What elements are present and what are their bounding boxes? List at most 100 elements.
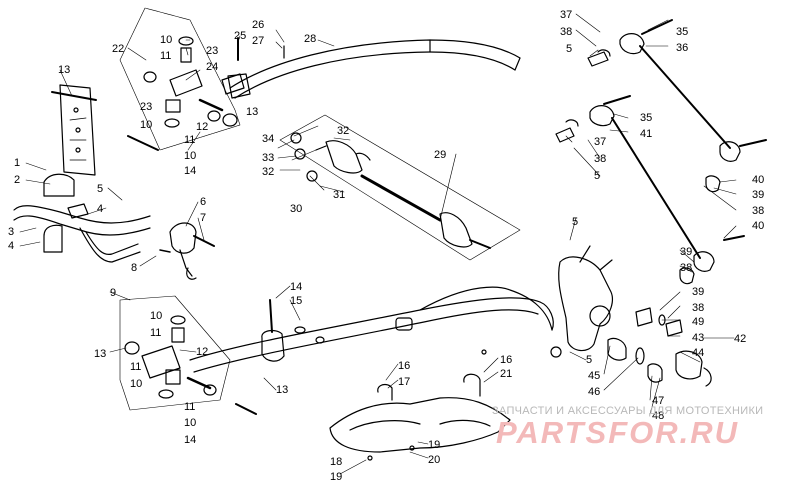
callout-label: 8 <box>131 262 137 274</box>
callout-label: 26 <box>252 19 264 31</box>
callout-label: 23 <box>206 45 218 57</box>
callout-label: 16 <box>500 354 512 366</box>
callout-label: 41 <box>640 128 652 140</box>
callout-label: 25 <box>234 30 246 42</box>
callout-label: 10 <box>130 378 142 390</box>
callout-label: 5 <box>572 216 578 228</box>
callout-label: 33 <box>262 152 274 164</box>
upper-link-36 <box>587 19 741 162</box>
callout-label: 35 <box>676 26 688 38</box>
upper-tube-28 <box>227 39 521 99</box>
callout-label: 10 <box>184 417 196 429</box>
callout-label: 11 <box>184 401 195 413</box>
callout-label: 10 <box>160 34 172 46</box>
skid-plate-18 <box>329 349 511 461</box>
callout-label: 46 <box>588 386 600 398</box>
callout-label: 9 <box>110 287 116 299</box>
callout-label: 43 <box>692 332 704 344</box>
callout-label: 16 <box>398 360 410 372</box>
lower-arm-15 <box>189 286 554 373</box>
callout-label: 19 <box>428 439 440 451</box>
callout-label: 39 <box>680 246 692 258</box>
callout-label: 17 <box>398 376 410 388</box>
callout-label: 45 <box>588 370 600 382</box>
callout-label: 48 <box>652 410 664 422</box>
callout-label: 11 <box>130 361 141 373</box>
callout-label: 42 <box>734 333 746 345</box>
callout-label: 21 <box>500 368 512 380</box>
drive-axle-29 <box>279 114 521 261</box>
callout-label: 14 <box>290 281 302 293</box>
callout-label: 13 <box>246 106 258 118</box>
callout-label: 38 <box>692 302 704 314</box>
callout-label: 14 <box>184 434 196 446</box>
callout-label: 44 <box>692 347 704 359</box>
callout-label: 34 <box>262 133 274 145</box>
callout-numbers: 1 2 3 4 4 5 6 7 8 9 10 11 12 13 11 10 11… <box>8 9 764 483</box>
callout-label: 12 <box>196 121 208 133</box>
callout-label: 39 <box>752 189 764 201</box>
callout-label: 32 <box>262 166 274 178</box>
callout-label: 31 <box>333 189 345 201</box>
group-brackets <box>291 49 599 191</box>
callout-label: 2 <box>14 174 20 186</box>
callout-label: 36 <box>676 42 688 54</box>
callout-label: 13 <box>58 64 70 76</box>
callout-label: 40 <box>752 220 764 232</box>
callout-label: 38 <box>560 26 572 38</box>
callout-label: 39 <box>692 286 704 298</box>
callout-label: 32 <box>337 125 349 137</box>
callout-label: 37 <box>594 136 606 148</box>
callout-label: 13 <box>94 348 106 360</box>
callout-label: 5 <box>566 43 572 55</box>
callout-label: 30 <box>290 203 302 215</box>
bracket-assembly-9 <box>119 295 257 415</box>
callout-label: 4 <box>8 240 14 252</box>
left-mount-plate <box>51 84 97 176</box>
callout-label: 38 <box>752 205 764 217</box>
callout-label: 27 <box>252 35 264 47</box>
callout-label: 10 <box>140 119 152 131</box>
callout-label: 11 <box>160 50 171 62</box>
callout-label: 10 <box>184 150 196 162</box>
callout-label: 22 <box>112 43 124 55</box>
callout-label: 14 <box>184 165 196 177</box>
stabilizer-bar-3 <box>13 173 151 263</box>
callout-label: 5 <box>97 183 103 195</box>
watermark-caption: ЗАПЧАСТИ И АКСЕССУАРЫ ДЛЯ МОТОТЕХНИКИ <box>492 405 764 417</box>
link-6-8 <box>159 222 215 280</box>
callout-label: 7 <box>200 212 206 224</box>
callout-label: 15 <box>290 295 302 307</box>
callout-label: 5 <box>586 354 592 366</box>
callout-label: 5 <box>594 170 600 182</box>
lower-link-41 <box>555 95 767 285</box>
callout-label: 3 <box>8 226 14 238</box>
callout-label: 11 <box>150 327 161 339</box>
bracket-assembly-22 <box>119 7 285 151</box>
callout-label: 38 <box>594 153 606 165</box>
callout-label: 18 <box>330 456 342 468</box>
callout-label: 47 <box>652 395 664 407</box>
callout-label: 1 <box>14 157 20 169</box>
callout-label: 6 <box>200 196 206 208</box>
callout-label: 20 <box>428 454 440 466</box>
callout-label: 24 <box>206 61 218 73</box>
callout-label: 38 <box>680 262 692 274</box>
callout-label: 37 <box>560 9 572 21</box>
callout-label: 23 <box>140 101 152 113</box>
callout-label: 49 <box>692 316 704 328</box>
callout-label: 10 <box>150 310 162 322</box>
callout-label: 35 <box>640 112 652 124</box>
callout-label: 29 <box>434 149 446 161</box>
callout-label: 12 <box>196 346 208 358</box>
callout-label: 40 <box>752 174 764 186</box>
leader-lines <box>19 13 737 475</box>
callout-label: 11 <box>184 134 195 146</box>
callout-label: 13 <box>276 384 288 396</box>
watermark-logo: PARTSFOR.RU <box>496 415 740 450</box>
callout-label: 19 <box>330 471 342 483</box>
callout-label: 28 <box>304 33 316 45</box>
callout-label: 4 <box>97 203 103 215</box>
rear-knuckle <box>550 245 712 387</box>
